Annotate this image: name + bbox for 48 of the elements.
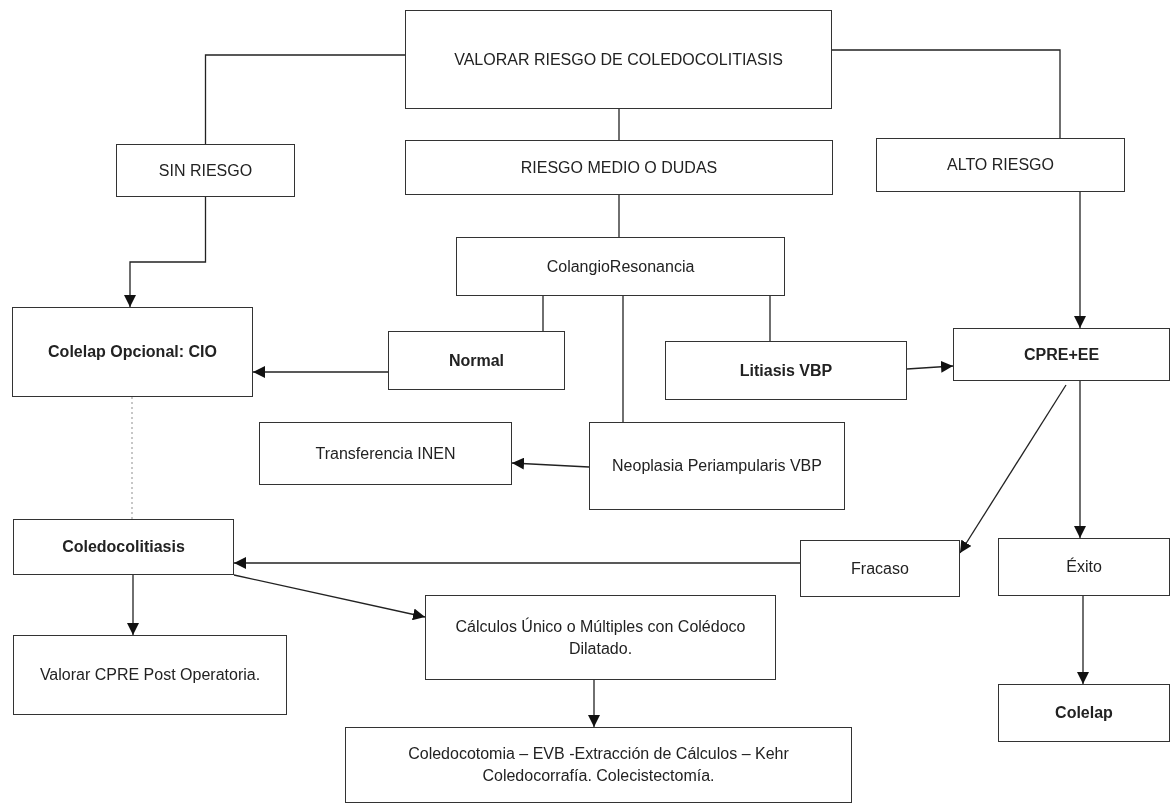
arrow [906, 360, 954, 373]
arrow [959, 384, 1067, 554]
box-label: ALTO RIESGO [947, 155, 1054, 176]
box-label: SIN RIESGO [158, 160, 253, 181]
arrow [124, 196, 207, 308]
arrow [588, 679, 600, 728]
process-box [405, 10, 832, 109]
arrow [233, 557, 801, 569]
box-label: Colelap Opcional: CIO [48, 342, 217, 363]
process-box [13, 635, 287, 715]
box-label: CPRE+EE [1023, 344, 1100, 365]
box-label: ColangioResonancia [546, 256, 695, 277]
process-box [876, 138, 1125, 192]
process-box [800, 540, 960, 597]
box-label: Transferencia INEN [315, 443, 456, 464]
process-box [425, 595, 776, 680]
process-box [388, 331, 565, 390]
process-box [259, 422, 512, 485]
box-label: Coledocolitiasis [62, 537, 185, 558]
process-box [953, 328, 1170, 381]
process-box [116, 144, 295, 197]
arrow [252, 366, 389, 378]
process-box [405, 140, 833, 195]
process-box [665, 341, 907, 400]
box-label: Fracaso [851, 558, 909, 579]
box-label: Colelap [1055, 703, 1113, 724]
process-box [998, 538, 1170, 596]
process-box [456, 237, 785, 296]
arrow [1074, 191, 1086, 329]
box-label: Litiasis VBP [739, 360, 833, 381]
process-box [589, 422, 845, 510]
process-box [12, 307, 253, 397]
box-label: Normal [448, 350, 505, 371]
arrow [233, 574, 426, 621]
box-label: VALORAR RIESGO DE COLEDOCOLITIASIS [454, 49, 783, 70]
arrow [127, 574, 139, 636]
box-label: Éxito [1066, 556, 1102, 578]
box-label: Valorar CPRE Post Operatoria. [39, 665, 261, 686]
arrow [511, 457, 590, 470]
arrow [1077, 595, 1089, 685]
process-box [345, 727, 852, 803]
box-label: Neoplasia Periampularis VBP [612, 456, 822, 477]
arrow [1074, 380, 1086, 539]
box-label: RIESGO MEDIO O DUDAS [520, 157, 718, 178]
process-box [13, 519, 234, 575]
process-box [998, 684, 1170, 742]
box-label: Coledocotomia – EVB -Extracción de Cálculos – Kehr Coledocorrafía. Colecistectomía. [407, 744, 790, 786]
box-label: Cálculos Único o Múltiples con Colédoco Dilatado. [454, 616, 747, 659]
